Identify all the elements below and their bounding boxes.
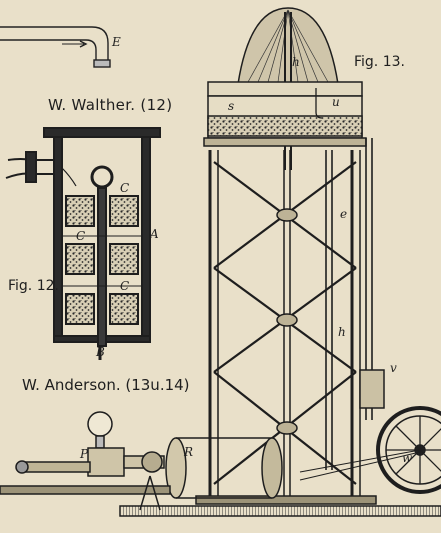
- pump-machinery-drawing: [0, 411, 171, 511]
- fig-13-label: Fig. 13.: [354, 54, 405, 70]
- letter-e: e: [340, 207, 347, 221]
- anderson-title: W. Anderson. (13u.14): [22, 376, 190, 394]
- letter-s: s: [228, 99, 234, 113]
- letter-h-top: h: [292, 55, 300, 69]
- letter-c-1: C: [120, 181, 129, 195]
- letter-w: w: [402, 451, 413, 465]
- letter-p: P: [79, 447, 89, 461]
- pipe-e: [0, 26, 111, 68]
- letter-c-2: C: [76, 229, 85, 243]
- letter-b: B: [95, 345, 105, 359]
- anderson-tower-drawing: [119, 7, 441, 517]
- letter-v: v: [390, 361, 397, 375]
- fig-12-label: Fig. 12.: [8, 278, 59, 294]
- walther-filter-drawing: [5, 127, 161, 360]
- letter-a: A: [149, 227, 159, 241]
- letter-h-side: h: [338, 325, 346, 339]
- walther-title: W. Walther. (12): [48, 96, 172, 114]
- letter-r: R: [183, 445, 193, 459]
- letter-c-3: C: [120, 279, 129, 293]
- letter-e-pipe: E: [111, 35, 121, 49]
- letter-u: u: [332, 95, 340, 109]
